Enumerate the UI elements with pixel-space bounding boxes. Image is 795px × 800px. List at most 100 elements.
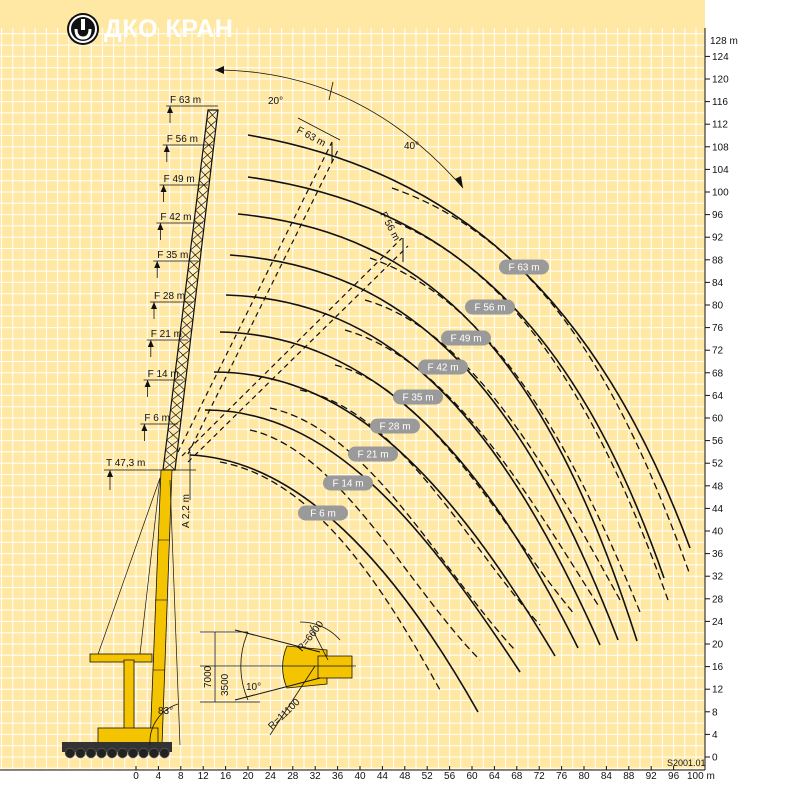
lattice-brace bbox=[174, 369, 188, 381]
guy-line bbox=[169, 479, 181, 746]
radius-curve-dashed bbox=[334, 364, 576, 616]
y-tick-label: 4 bbox=[712, 730, 718, 741]
curve-pill-label: F 42 m bbox=[427, 363, 458, 374]
lattice-brace bbox=[165, 439, 179, 451]
radius-leader bbox=[269, 665, 316, 736]
axes bbox=[0, 28, 706, 771]
x-unit-label: 100 m bbox=[687, 771, 715, 782]
curve-pill bbox=[348, 446, 398, 462]
radius-curve-dashed bbox=[219, 461, 441, 691]
lattice-brace bbox=[206, 109, 219, 121]
arrow-head bbox=[147, 340, 154, 347]
x-tick-label: 88 bbox=[623, 771, 635, 782]
curve-pill-label: F 49 m bbox=[450, 334, 481, 345]
arrow-head bbox=[151, 302, 157, 309]
y-tick-label: 64 bbox=[712, 391, 724, 402]
y-unit-label: 128 m bbox=[710, 36, 738, 47]
wheels bbox=[64, 747, 170, 759]
lattice-brace bbox=[170, 399, 184, 411]
lattice-brace bbox=[201, 149, 214, 161]
x-tick-label: 28 bbox=[287, 771, 299, 782]
lattice-brace bbox=[185, 279, 198, 291]
radius-curve-solid bbox=[229, 254, 619, 641]
fly-jib-length-label: F 42 m bbox=[160, 212, 191, 223]
radius-curve-dashed bbox=[394, 221, 669, 601]
lattice-brace bbox=[180, 319, 194, 331]
x-tick-label: 84 bbox=[601, 771, 613, 782]
y-tick-label: 96 bbox=[712, 210, 724, 221]
wheel bbox=[159, 747, 170, 759]
y-tick-labels: 0481216202428323640444852566064687276808… bbox=[705, 52, 729, 764]
y-tick-label: 124 bbox=[712, 52, 729, 63]
fly-jib-length-label: F 14 m bbox=[148, 369, 179, 380]
curve-pill bbox=[393, 389, 443, 405]
lattice-brace bbox=[205, 119, 218, 131]
lattice-brace bbox=[187, 259, 201, 271]
lattice-brace bbox=[172, 379, 186, 391]
lattice-brace bbox=[181, 309, 195, 321]
radius-curve-dashed bbox=[299, 389, 541, 626]
y-tick-label: 28 bbox=[712, 594, 724, 605]
y-tick-label: 40 bbox=[712, 527, 724, 538]
arrow-head bbox=[160, 185, 167, 192]
x-tick-label: 96 bbox=[668, 771, 680, 782]
curve-pill bbox=[370, 418, 420, 434]
curve-pill bbox=[441, 330, 491, 346]
y-tick-label: 36 bbox=[712, 549, 724, 560]
y-tick-label: 108 bbox=[712, 142, 729, 153]
y-tick-label: 72 bbox=[712, 346, 724, 357]
x-tick-label: 60 bbox=[466, 771, 478, 782]
derrick-support bbox=[123, 659, 135, 731]
radius-curve-dashed bbox=[369, 257, 641, 613]
wheel bbox=[148, 747, 160, 759]
radius-curve-dashed bbox=[249, 429, 481, 661]
fly-jib-length-label: F 21 m bbox=[151, 329, 182, 340]
angle-83-arc bbox=[149, 703, 179, 746]
y-tick-label: 104 bbox=[712, 165, 729, 176]
arrow-head bbox=[167, 106, 173, 113]
y-tick-label: 0 bbox=[712, 753, 718, 764]
x-tick-label: 24 bbox=[265, 771, 277, 782]
chart-background bbox=[0, 0, 705, 770]
lattice-brace bbox=[182, 299, 196, 311]
y-tick-label: 56 bbox=[712, 436, 724, 447]
radius-leader bbox=[309, 624, 329, 661]
grid bbox=[0, 28, 705, 770]
x-tick-label: 56 bbox=[444, 771, 456, 782]
lattice-brace bbox=[190, 239, 203, 251]
drawing-code: S2001.01 bbox=[667, 758, 706, 768]
lattice-brace bbox=[176, 349, 190, 361]
lattice-brace bbox=[200, 159, 213, 171]
radius-curve-dashed bbox=[391, 187, 691, 576]
curve-pill-label: F 6 m bbox=[310, 509, 336, 520]
curve-pill-label: F 14 m bbox=[332, 479, 363, 490]
y-tick-label: 20 bbox=[712, 640, 724, 651]
lattice-brace bbox=[167, 419, 182, 431]
wheel bbox=[64, 747, 76, 759]
dim-7000: 7000 bbox=[203, 665, 214, 688]
fly-jib-length-labels: F 63 mF 56 mF 49 mF 42 mF 35 mF 28 mF 21… bbox=[140, 95, 218, 441]
lattice-brace bbox=[169, 409, 183, 421]
lattice-brace bbox=[162, 459, 177, 471]
y-tick-label: 92 bbox=[712, 233, 724, 244]
curve-pill-label: F 28 m bbox=[379, 422, 410, 433]
arrow-head bbox=[157, 223, 164, 230]
lattice-brace bbox=[164, 449, 178, 461]
jib-40deg-edge bbox=[181, 237, 403, 457]
angle-20-label: 20° bbox=[268, 96, 283, 107]
x-tick-label: 76 bbox=[556, 771, 568, 782]
y-tick-label: 48 bbox=[712, 481, 724, 492]
curve-pill-label: F 21 m bbox=[357, 450, 388, 461]
fly-jib-length-label: F 49 m bbox=[164, 174, 195, 185]
jib-20deg-edge bbox=[177, 141, 333, 453]
x-tick-label: 68 bbox=[511, 771, 523, 782]
wheel bbox=[75, 747, 86, 759]
lattice-brace bbox=[186, 269, 200, 281]
y-tick-label: 84 bbox=[712, 278, 724, 289]
angle-10-label: 10° bbox=[246, 682, 261, 693]
curve-pill-label: F 35 m bbox=[402, 393, 433, 404]
adapter-label: A 2,2 m bbox=[181, 494, 192, 528]
arrow-head bbox=[154, 261, 161, 268]
